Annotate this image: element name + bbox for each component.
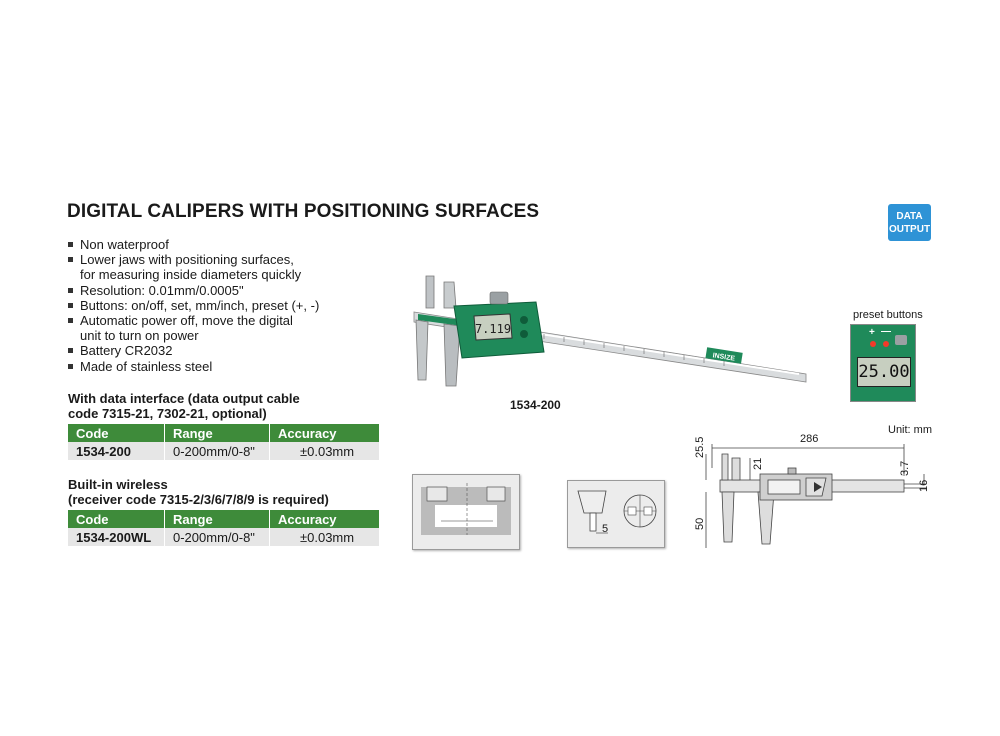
preset-lcd-readout: 25.00 — [857, 357, 911, 387]
cell-accuracy: ±0.03mm — [269, 528, 380, 546]
cell-range: 0-200mm/0-8" — [164, 528, 270, 546]
bullet-icon — [68, 287, 73, 293]
bullet-icon — [68, 363, 73, 369]
unit-label: Unit: mm — [888, 424, 932, 436]
bullet-icon — [68, 242, 73, 247]
bullet-icon — [68, 302, 73, 308]
feature-item: Automatic power off, move the digital un… — [68, 313, 398, 343]
positioning-surface-diagram — [577, 490, 657, 534]
dimension-depth-2: 16 — [918, 479, 930, 492]
knob-icon — [895, 335, 907, 345]
feature-item: Battery CR2032 — [68, 343, 398, 358]
feature-text: Made of stainless steel — [80, 358, 213, 374]
dimension-lower-jaw: 50 — [694, 517, 706, 530]
detail-positioning-surface: 5 — [567, 480, 665, 548]
col-header-accuracy: Accuracy — [269, 424, 380, 442]
col-header-accuracy: Accuracy — [269, 510, 380, 528]
feature-item: Resolution: 0.01mm/0.0005" — [68, 283, 398, 298]
table-row: 1534-200WL 0-200mm/0-8" ±0.03mm — [68, 528, 380, 546]
dimension-length: 286 — [800, 433, 819, 445]
cell-accuracy: ±0.03mm — [269, 442, 380, 460]
caliper-product-image: 7.119 INSIZE — [413, 275, 807, 387]
preset-buttons-label: preset buttons — [853, 309, 923, 321]
feature-text: Lower jaws with positioning surfaces, fo… — [80, 252, 302, 283]
dimension-upper-jaw: 25.5 — [694, 436, 706, 458]
minus-label: — — [881, 326, 891, 337]
col-header-range: Range — [164, 510, 270, 528]
table-header-row: Code Range Accuracy — [68, 424, 380, 442]
feature-text: Automatic power off, move the digital un… — [80, 313, 293, 344]
bullet-icon — [68, 318, 73, 324]
feature-list: Non waterproof Lower jaws with positioni… — [68, 237, 398, 374]
lcd-readout: 7.119 — [475, 322, 511, 336]
feature-text: Buttons: on/off, set, mm/inch, preset (+… — [80, 297, 320, 313]
plus-label: + — [869, 327, 875, 338]
cell-range: 0-200mm/0-8" — [164, 442, 270, 460]
table-row: 1534-200 0-200mm/0-8" ±0.03mm — [68, 442, 380, 460]
dimension-5: 5 — [602, 523, 609, 535]
bullet-icon — [68, 257, 73, 263]
preset-buttons-closeup: + — 25.00 — [850, 324, 916, 402]
badge-line-1: DATA — [896, 210, 923, 222]
data-output-badge: DATA OUTPUT — [888, 204, 931, 241]
minus-button-icon — [883, 341, 889, 347]
plus-button-icon — [870, 341, 876, 347]
dimension-depth-1: 3.7 — [899, 460, 911, 476]
cell-code: 1534-200WL — [68, 528, 165, 546]
bullet-icon — [68, 348, 73, 354]
technical-drawing — [705, 444, 926, 548]
section-wireless-heading: Built-in wireless (receiver code 7315-2/… — [68, 477, 329, 507]
feature-item: Lower jaws with positioning surfaces, fo… — [68, 252, 398, 282]
spec-table-wireless: Code Range Accuracy 1534-200WL 0-200mm/0… — [68, 510, 380, 546]
section-data-interface-heading: With data interface (data output cable c… — [68, 391, 300, 421]
feature-text: Battery CR2032 — [80, 343, 173, 359]
spec-table-data-interface: Code Range Accuracy 1534-200 0-200mm/0-8… — [68, 424, 380, 460]
col-header-range: Range — [164, 424, 270, 442]
feature-item: Made of stainless steel — [68, 359, 398, 374]
col-header-code: Code — [68, 510, 165, 528]
brand-logo: INSIZE — [712, 352, 736, 362]
product-code-label: 1534-200 — [510, 398, 561, 412]
dimension-upper-jaw-2: 21 — [752, 457, 764, 470]
feature-text: Resolution: 0.01mm/0.0005" — [80, 282, 244, 298]
feature-text: Non waterproof — [80, 237, 169, 252]
feature-item: Buttons: on/off, set, mm/inch, preset (+… — [68, 298, 398, 313]
inside-measure-diagram — [421, 483, 511, 535]
cell-code: 1534-200 — [68, 442, 165, 460]
col-header-code: Code — [68, 424, 165, 442]
table-header-row: Code Range Accuracy — [68, 510, 380, 528]
detail-inside-measure — [412, 474, 520, 550]
badge-line-2: OUTPUT — [888, 223, 931, 235]
page-title: DIGITAL CALIPERS WITH POSITIONING SURFAC… — [67, 201, 540, 222]
feature-item: Non waterproof — [68, 237, 398, 252]
